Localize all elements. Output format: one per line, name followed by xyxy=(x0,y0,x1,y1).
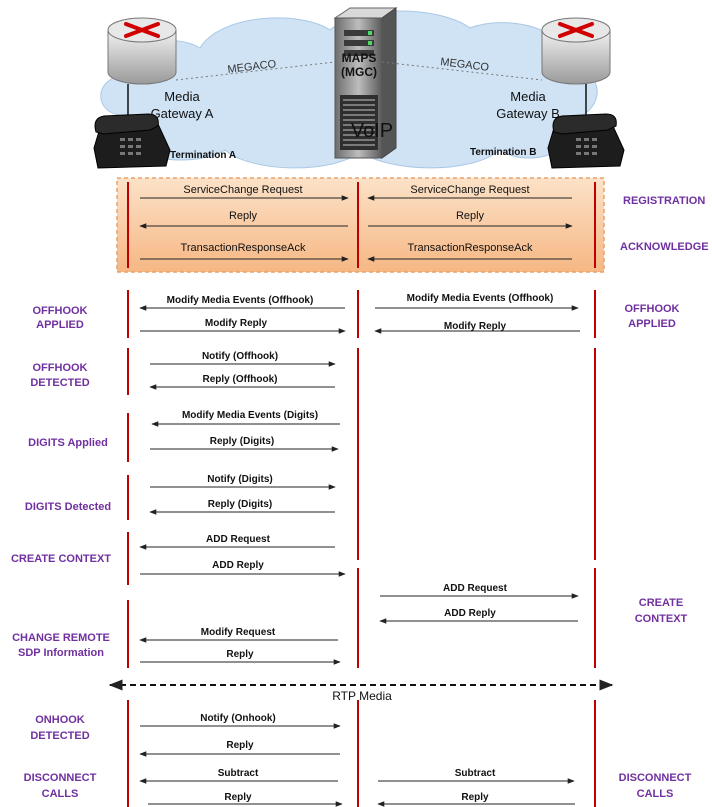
server-label-line2: (MGC) xyxy=(341,65,377,79)
phase-digits-applied: DIGITS Applied xyxy=(28,437,108,449)
termination-b-label: Termination B xyxy=(470,147,536,158)
msg-add-reply-right: ADD Reply xyxy=(444,608,496,619)
callflow-arrows xyxy=(139,305,580,807)
lifelines xyxy=(127,182,596,807)
phase-change-remote-1: CHANGE REMOTE xyxy=(12,632,110,644)
phase-disconnect-right-1: DISCONNECT xyxy=(619,772,692,784)
cloud-label: VoIP xyxy=(351,120,393,142)
phase-offhook-applied-right-2: APPLIED xyxy=(628,318,676,330)
gateway-a-label-line1: Media xyxy=(164,89,200,104)
msg-reply-digits-2: Reply (Digits) xyxy=(208,499,272,510)
msg-reply-modify: Reply xyxy=(226,649,254,660)
server-label-line1: MAPS xyxy=(342,51,377,65)
phase-disconnect-left-1: DISCONNECT xyxy=(24,772,97,784)
router-a-icon xyxy=(107,17,177,85)
msg-subtract-left: Subtract xyxy=(218,768,259,779)
gateway-b-label-line1: Media xyxy=(510,89,546,104)
router-b-icon xyxy=(541,17,611,85)
msg-modify-reply-right: Modify Reply xyxy=(444,321,507,332)
megaco-link-left xyxy=(175,61,336,81)
msg-reply-digits-1: Reply (Digits) xyxy=(210,436,274,447)
msg-modify-request: Modify Request xyxy=(201,627,276,638)
msg-notify-digits: Notify (Digits) xyxy=(207,474,273,485)
megaco-label-right: MEGACO xyxy=(440,56,490,74)
megaco-link-right xyxy=(381,61,543,81)
registration-arrows xyxy=(139,195,573,262)
phase-offhook-detected-2: DETECTED xyxy=(30,377,89,389)
phase-registration: REGISTRATION xyxy=(623,195,705,207)
phone-b-icon xyxy=(547,113,625,169)
msg-modify-offhook-left: Modify Media Events (Offhook) xyxy=(167,295,314,306)
msg-notify-onhook: Notify (Onhook) xyxy=(200,713,276,724)
msg-ack-left: TransactionResponseAck xyxy=(181,242,306,254)
rtp-media-label: RTP Media xyxy=(332,689,392,703)
registration-box xyxy=(116,177,605,273)
msg-reply-onhook: Reply xyxy=(226,740,254,751)
phase-change-remote-2: SDP Information xyxy=(18,647,104,659)
phase-acknowledge: ACKNOWLEDGE xyxy=(620,241,709,253)
phase-create-context-right-1: CREATE xyxy=(639,597,683,609)
phase-offhook-applied-left-2: APPLIED xyxy=(36,319,84,331)
phase-disconnect-left-2: CALLS xyxy=(42,788,79,800)
msg-add-request-right: ADD Request xyxy=(443,583,508,594)
phase-offhook-applied-left-1: OFFHOOK xyxy=(33,305,88,317)
phase-digits-detected: DIGITS Detected xyxy=(25,501,111,513)
phone-a-icon xyxy=(93,113,171,169)
msg-ack-right: TransactionResponseAck xyxy=(408,242,533,254)
msg-add-reply-left: ADD Reply xyxy=(212,560,264,571)
msg-subtract-right: Subtract xyxy=(455,768,496,779)
termination-a-label: Termination A xyxy=(170,150,236,161)
gateway-b-label-line2: Gateway B xyxy=(496,106,560,121)
msg-modify-reply-left: Modify Reply xyxy=(205,318,268,329)
msg-reply-left: Reply xyxy=(229,210,258,222)
msg-servicechange-left: ServiceChange Request xyxy=(183,184,302,196)
msg-notify-offhook: Notify (Offhook) xyxy=(202,351,278,362)
msg-modify-offhook-right: Modify Media Events (Offhook) xyxy=(407,293,554,304)
phase-create-context-right-2: CONTEXT xyxy=(635,613,688,625)
megaco-label-left: MEGACO xyxy=(227,58,277,76)
gateway-a-label-line2: Gateway A xyxy=(151,106,214,121)
msg-add-request-left: ADD Request xyxy=(206,534,271,545)
msg-reply-subtract-right: Reply xyxy=(461,792,489,803)
msg-reply-right: Reply xyxy=(456,210,485,222)
msg-reply-subtract-left: Reply xyxy=(224,792,252,803)
phase-offhook-applied-right-1: OFFHOOK xyxy=(625,303,680,315)
msg-reply-offhook: Reply (Offhook) xyxy=(203,374,278,385)
msg-modify-digits: Modify Media Events (Digits) xyxy=(182,410,318,421)
phase-onhook-detected-1: ONHOOK xyxy=(35,714,85,726)
phase-create-context-left: CREATE CONTEXT xyxy=(11,553,111,565)
phase-disconnect-right-2: CALLS xyxy=(637,788,674,800)
phase-onhook-detected-2: DETECTED xyxy=(30,730,89,742)
server-icon xyxy=(333,7,398,159)
phase-offhook-detected-1: OFFHOOK xyxy=(33,362,88,374)
msg-servicechange-right: ServiceChange Request xyxy=(410,184,529,196)
